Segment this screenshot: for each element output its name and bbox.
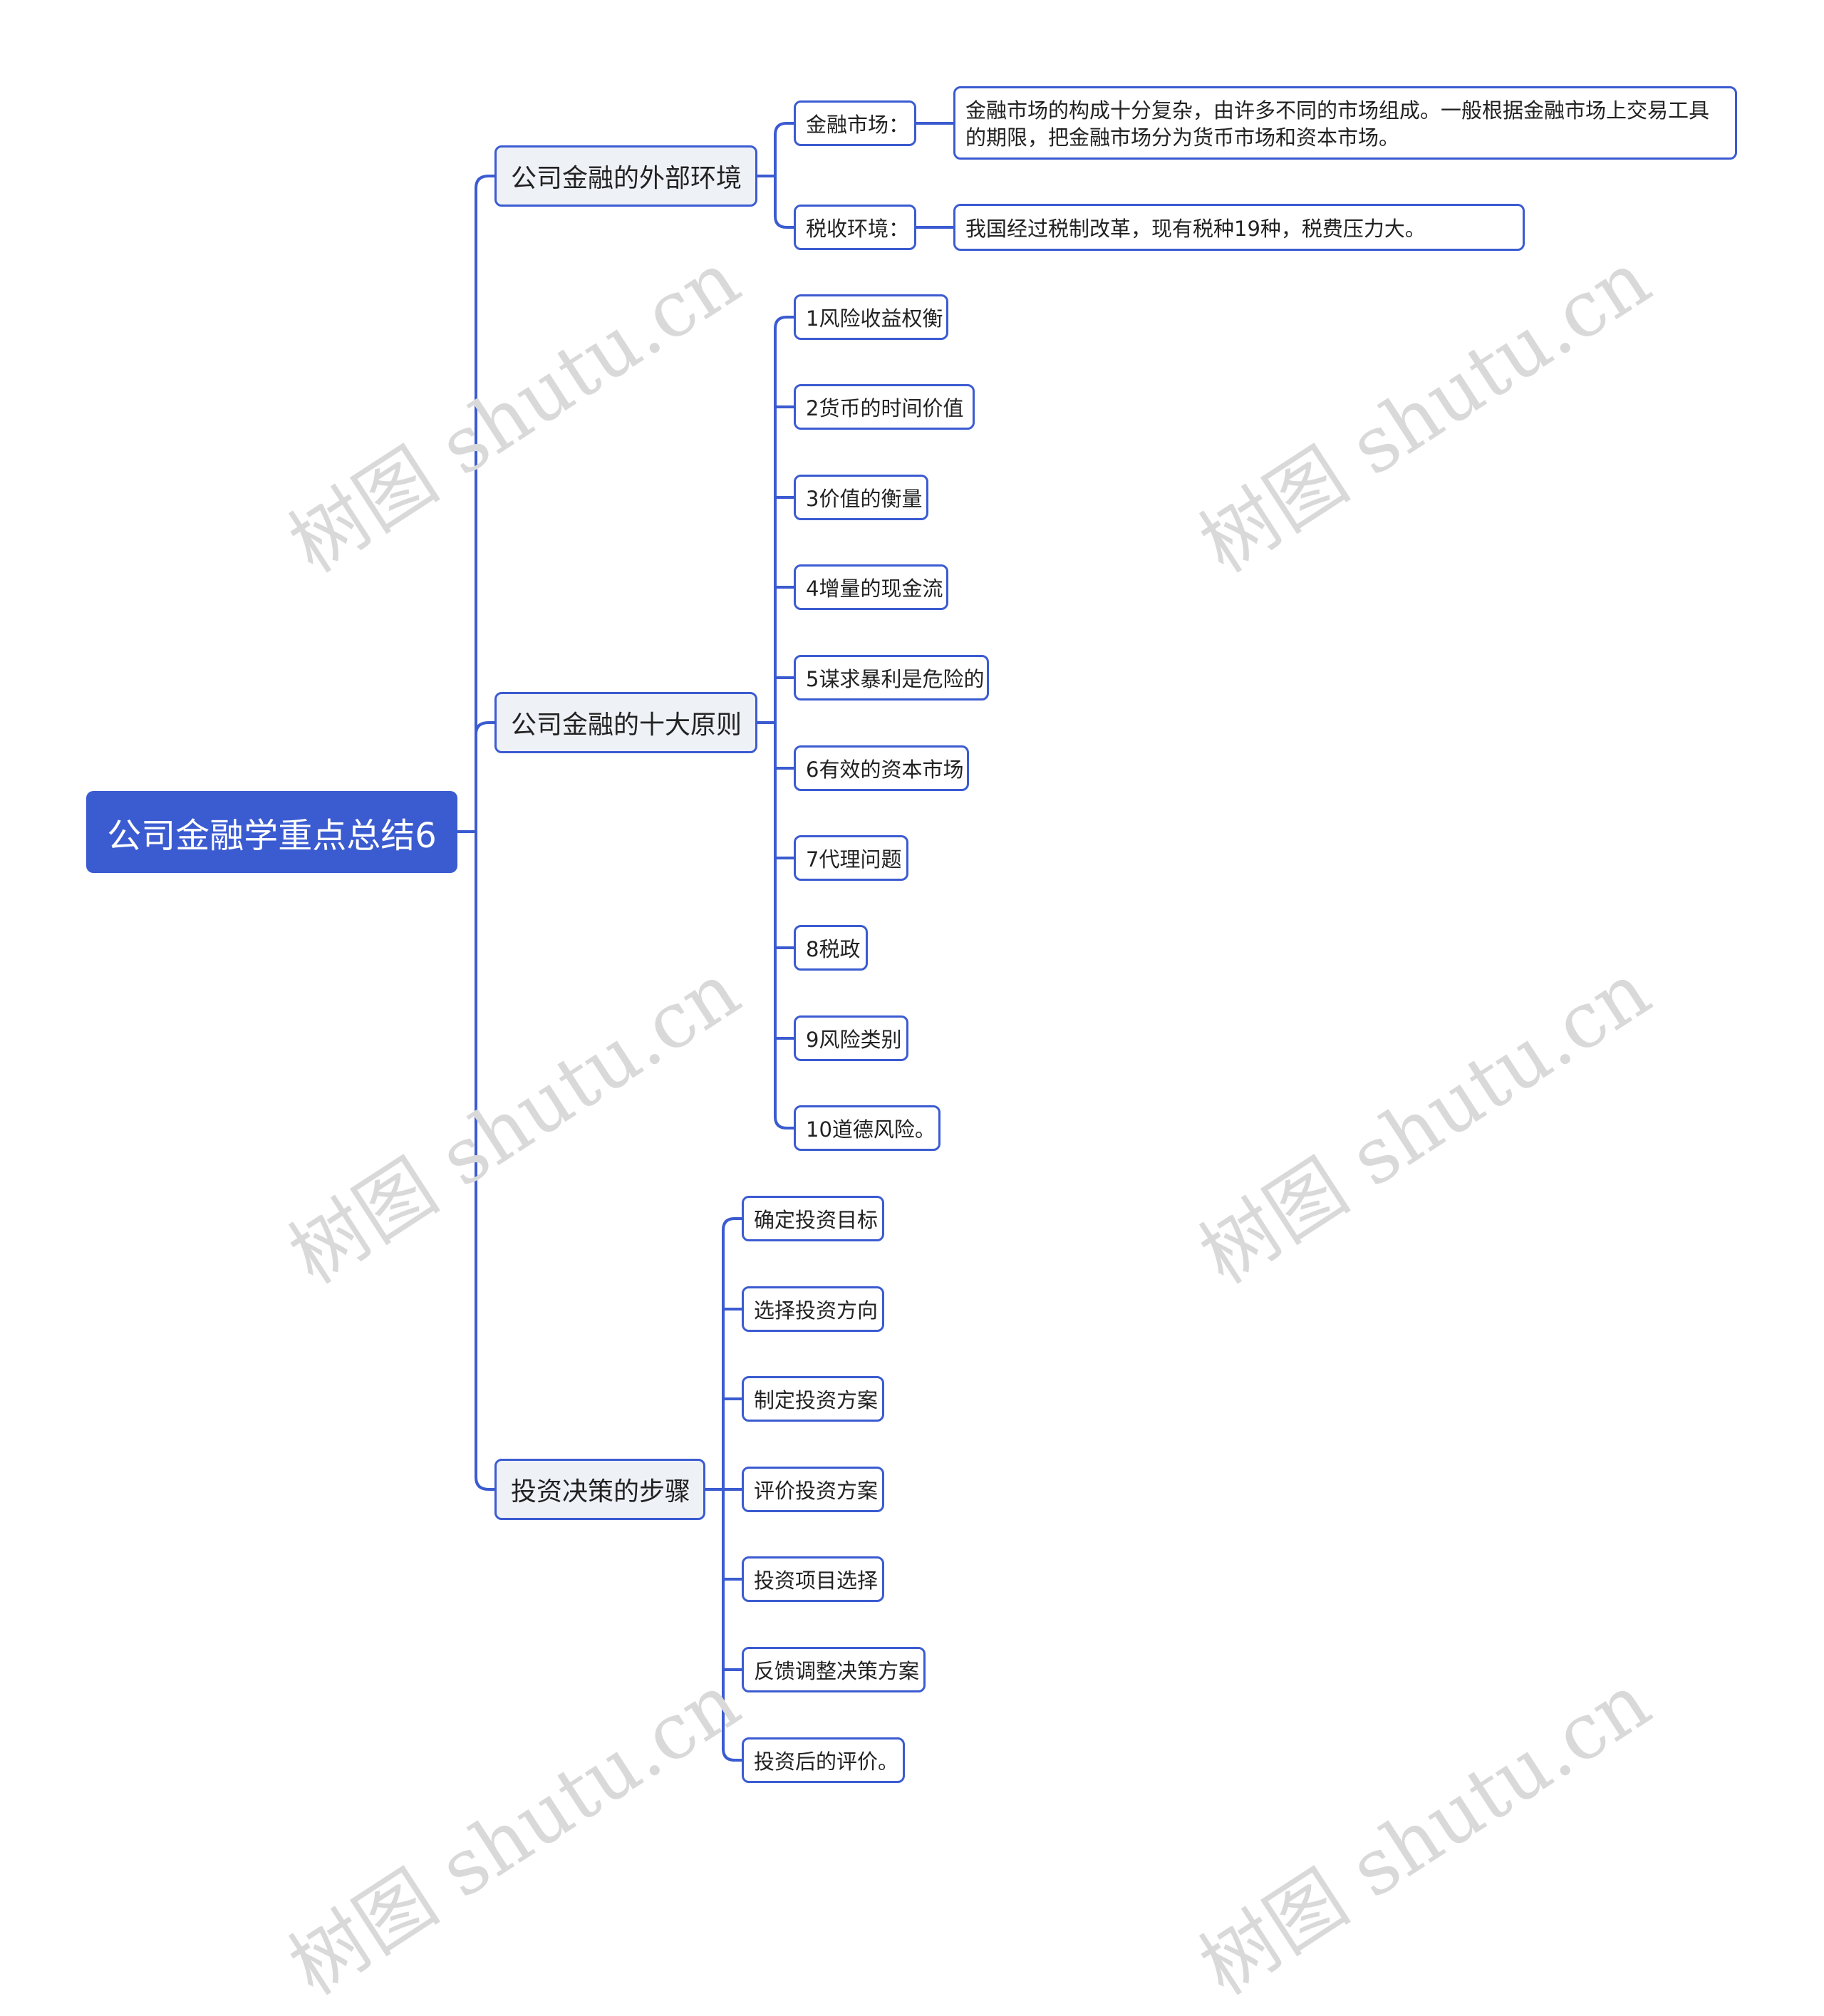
principle-item[interactable]: 2货币的时间价值 <box>794 384 975 430</box>
topic-financial-market[interactable]: 金融市场： <box>794 100 916 146</box>
investment-step-item[interactable]: 反馈调整决策方案 <box>742 1647 926 1692</box>
connector-lines <box>456 122 955 1762</box>
branch-ten-principles[interactable]: 公司金融的十大原则 <box>494 692 757 753</box>
root-topic[interactable]: 公司金融学重点总结6 <box>86 791 457 873</box>
note-tax-environment[interactable]: 我国经过税制改革，现有税种19种，税费压力大。 <box>953 204 1525 251</box>
investment-step-item[interactable]: 评价投资方案 <box>742 1467 884 1512</box>
topic-tax-environment[interactable]: 税收环境： <box>794 205 916 250</box>
principle-item[interactable]: 4增量的现金流 <box>794 564 948 610</box>
investment-step-item[interactable]: 投资后的评价。 <box>742 1737 905 1783</box>
investment-step-item[interactable]: 制定投资方案 <box>742 1376 884 1422</box>
principle-item[interactable]: 8税政 <box>794 925 868 971</box>
principle-item[interactable]: 5谋求暴利是危险的 <box>794 655 989 701</box>
note-financial-market[interactable]: 金融市场的构成十分复杂，由许多不同的市场组成。一般根据金融市场上交易工具的期限，… <box>953 86 1737 160</box>
principle-item[interactable]: 3价值的衡量 <box>794 475 928 520</box>
principle-item[interactable]: 7代理问题 <box>794 835 908 881</box>
branch-external-environment[interactable]: 公司金融的外部环境 <box>494 145 757 207</box>
branch-investment-steps[interactable]: 投资决策的步骤 <box>494 1459 705 1520</box>
principle-item[interactable]: 10道德风险。 <box>794 1105 940 1151</box>
investment-step-item[interactable]: 投资项目选择 <box>742 1556 884 1602</box>
principle-item[interactable]: 1风险收益权衡 <box>794 294 948 340</box>
principle-item[interactable]: 9风险类别 <box>794 1015 908 1061</box>
investment-step-item[interactable]: 确定投资目标 <box>742 1196 884 1241</box>
principle-item[interactable]: 6有效的资本市场 <box>794 745 969 791</box>
investment-step-item[interactable]: 选择投资方向 <box>742 1286 884 1332</box>
